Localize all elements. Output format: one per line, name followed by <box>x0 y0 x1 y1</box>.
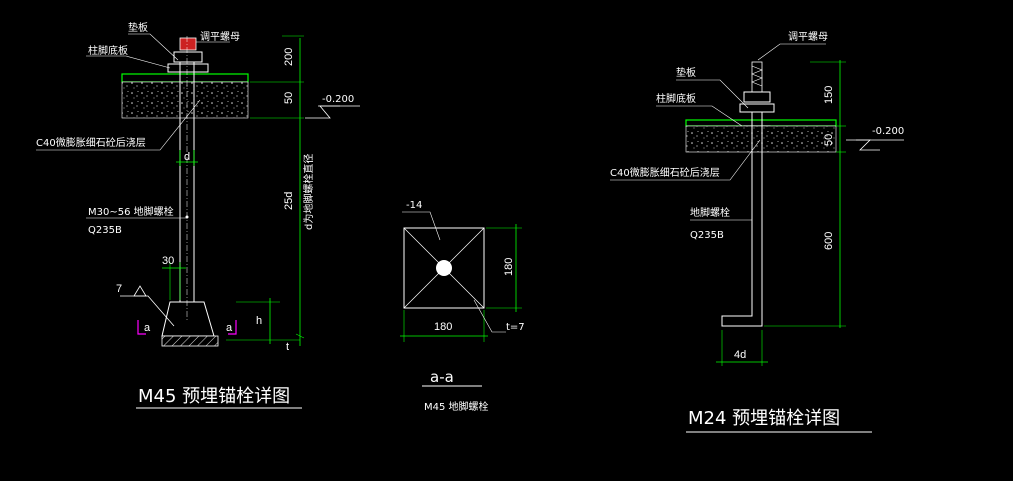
m24-top-nut <box>743 91 771 103</box>
section-mark-right: a <box>226 322 233 334</box>
m24-dim-600: 600 <box>823 232 835 250</box>
top-nut <box>173 51 203 63</box>
dim-note: d为地脚螺栓直径 <box>302 154 315 230</box>
m24-bolt-shaft <box>721 112 763 327</box>
anchor-plate <box>161 301 215 337</box>
elevation-m24: -0.200 <box>872 126 904 137</box>
m24-label-base-plate: 柱脚底板 <box>656 92 696 105</box>
dim-180-horizontal: 180 <box>434 321 452 333</box>
m24-title: M24 预埋锚栓详图 <box>688 408 840 429</box>
section-subtitle: M45 地脚螺栓 <box>424 400 489 413</box>
section-title: a-a <box>430 368 454 386</box>
label-adjust-nut: 调平螺母 <box>200 31 240 43</box>
anchor-bolt-top <box>179 37 197 51</box>
base-plate <box>121 73 249 83</box>
dim-d: d <box>184 151 190 163</box>
m24-dim-4d: 4d <box>734 349 746 361</box>
m24-label-material: Q235B <box>690 230 724 241</box>
section-aa: -14 180 180 t=7 a-a M45 地脚螺栓 <box>400 200 525 413</box>
bolt-hole <box>436 260 452 276</box>
m24-detail: 调平螺母 垫板 柱脚底板 C40微膨胀细石砼后浇层 地脚螺栓 Q235B 150… <box>610 31 904 433</box>
grout-layer <box>121 81 249 119</box>
label-thickness: -14 <box>406 200 422 211</box>
section-mark-left: a <box>144 322 151 334</box>
m24-base-plate <box>685 119 837 127</box>
m45-detail: 垫板 调平螺母 柱脚底板 C40微膨胀细石砼后浇层 M30~56 地脚螺栓 Q2… <box>36 21 360 409</box>
m24-label-adjust-nut: 调平螺母 <box>788 31 828 43</box>
label-washer: 垫板 <box>128 21 148 34</box>
m24-label-bolt: 地脚螺栓 <box>690 206 730 219</box>
washer-plate <box>167 63 209 73</box>
m24-dim-50: 50 <box>823 134 835 146</box>
label-t7: t=7 <box>506 322 525 333</box>
label-bolt: M30~56 地脚螺栓 <box>88 205 174 218</box>
elevation-m45: -0.200 <box>322 94 354 105</box>
label-grout: C40微膨胀细石砼后浇层 <box>36 136 146 149</box>
m24-label-grout: C40微膨胀细石砼后浇层 <box>610 166 720 179</box>
label-base-plate: 柱脚底板 <box>88 44 128 57</box>
label-material: Q235B <box>88 225 122 236</box>
m24-grout <box>685 125 837 153</box>
m24-washer <box>739 103 775 113</box>
m24-dim-150: 150 <box>823 86 835 104</box>
plate-square <box>403 227 485 309</box>
dim-t: t <box>286 341 289 353</box>
m24-label-washer: 垫板 <box>676 66 696 79</box>
dim-50: 50 <box>283 92 295 104</box>
dim-180-vertical: 180 <box>503 258 515 276</box>
m45-title: M45 预埋锚栓详图 <box>138 386 290 407</box>
dim-h: h <box>256 315 262 327</box>
dim-25d: 25d <box>283 192 295 210</box>
dim-200: 200 <box>283 48 295 66</box>
bottom-plate <box>161 335 219 347</box>
dim-30: 30 <box>162 255 174 267</box>
weld-size: 7 <box>116 283 122 295</box>
